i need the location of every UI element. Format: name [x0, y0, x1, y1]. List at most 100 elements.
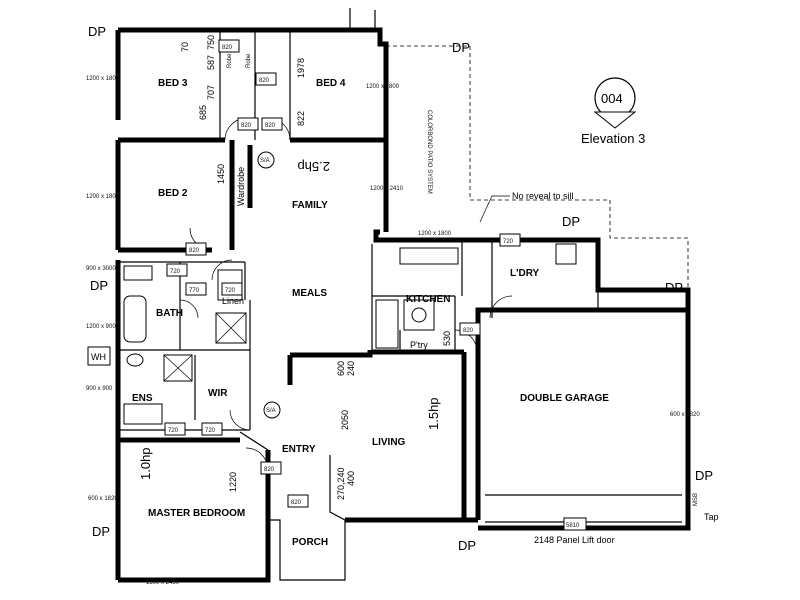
door-tag: 820 — [260, 461, 282, 475]
dimension-labels: 685 707 587 750 70 1978 822 1450 600 240… — [180, 35, 452, 500]
downpipe-marker: DP — [90, 278, 108, 293]
svg-text:720: 720 — [225, 288, 236, 294]
dim-2050: 2050 — [340, 410, 350, 430]
door-tag: 820 — [185, 242, 207, 256]
downpipe-marker: DP — [562, 214, 580, 229]
dim-70: 70 — [180, 42, 190, 52]
door-tag: 5810 — [563, 517, 587, 531]
door-tag: 770 — [185, 282, 207, 296]
room-meals: MEALS — [292, 288, 327, 299]
smoke-alarm-icon: S/A — [257, 151, 275, 169]
aircon-master: 1.0hp — [138, 447, 153, 480]
svg-text:820: 820 — [264, 467, 275, 473]
window-size: 600 x 1820 — [670, 412, 700, 418]
svg-text:S/A: S/A — [266, 408, 276, 414]
room-entry: ENTRY — [282, 444, 316, 455]
door-tag: 820 — [459, 322, 481, 336]
dim-822: 822 — [296, 111, 306, 126]
downpipe-marker: DP — [88, 24, 106, 39]
elevation-marker: 004 Elevation 3 — [581, 77, 645, 146]
door-tag: 820 — [287, 494, 309, 508]
room-master-bedroom: MASTER BEDROOM — [148, 508, 245, 519]
svg-text:820: 820 — [463, 328, 474, 334]
note-patio: COLORBOND PATIO SYSTEM — [426, 110, 432, 194]
door-tags: 820 820 820 820 820 820 720 720 770 720 … — [164, 39, 587, 531]
svg-text:720: 720 — [168, 428, 179, 434]
room-wir: WIR — [208, 388, 228, 399]
markers: DP DP DP DP DP DP DP DP WH S/A S/A MSB T… — [87, 24, 719, 553]
aircon-labels: 2.5hp 1.5hp 1.0hp — [138, 159, 441, 480]
svg-text:S/A: S/A — [260, 158, 270, 164]
leader-arrow — [479, 195, 510, 223]
svg-text:770: 770 — [189, 288, 200, 294]
dim-400: 400 — [346, 471, 356, 486]
interior-walls — [118, 32, 682, 523]
room-bed4: BED 4 — [316, 78, 346, 89]
dim-1220: 1220 — [228, 472, 238, 492]
svg-text:720: 720 — [205, 428, 216, 434]
room-linen: Linen — [222, 296, 244, 306]
svg-text:720: 720 — [170, 269, 181, 275]
elevation-label: Elevation 3 — [581, 131, 645, 146]
room-living: LIVING — [372, 437, 406, 448]
window-size: 1200 x 1800 — [418, 231, 452, 237]
dim-530: 530 — [442, 331, 452, 346]
dim-600: 600 — [336, 361, 346, 376]
dim-685: 685 — [198, 105, 208, 120]
room-family: FAMILY — [292, 200, 328, 211]
svg-text:5810: 5810 — [566, 523, 580, 529]
room-ensuite: ENS — [132, 393, 153, 404]
window-size: 600 x 1820 — [88, 496, 118, 502]
door-tag: 720 — [164, 422, 186, 436]
svg-text:820: 820 — [265, 123, 276, 129]
svg-text:820: 820 — [189, 248, 200, 254]
elevation-number: 004 — [601, 91, 623, 106]
dim-587: 587 — [206, 55, 216, 70]
svg-text:720: 720 — [503, 239, 514, 245]
downpipe-marker: DP — [452, 40, 470, 55]
aircon-family: 2.5hp — [297, 159, 330, 174]
room-pantry: P'try — [410, 340, 428, 350]
room-wardrobe: Wardrobe — [236, 167, 246, 206]
window-sizes: 1200 x 1800 1200 x 1800 1200 x 1800 1200… — [86, 76, 700, 586]
downpipe-marker: DP — [665, 280, 683, 295]
door-tag: 820 — [218, 39, 240, 53]
window-size: 1500 x 2450 — [146, 580, 180, 586]
room-labels: BED 3 BED 4 BED 2 FAMILY MEALS KITCHEN L… — [132, 53, 609, 548]
svg-text:820: 820 — [291, 500, 302, 506]
tap-label: Tap — [704, 512, 719, 522]
fixtures — [123, 243, 577, 425]
note-no-reveal: No reveal to sill — [512, 191, 574, 201]
room-bath: BATH — [156, 308, 183, 319]
door-tag: 820 — [261, 117, 283, 131]
svg-text:820: 820 — [259, 78, 270, 84]
window-size: 1200 x 1800 — [366, 84, 400, 90]
water-heater-marker: WH — [87, 346, 111, 366]
smoke-alarm-icon: S/A — [263, 401, 281, 419]
room-porch: PORCH — [292, 537, 328, 548]
room-laundry: L'DRY — [510, 268, 540, 279]
room-robe-left: Robe — [227, 53, 233, 68]
door-tag: 820 — [255, 72, 277, 86]
patio-outline — [386, 45, 689, 290]
door-tag — [259, 72, 279, 84]
door-tag: 720 — [221, 282, 243, 296]
aircon-living: 1.5hp — [426, 397, 441, 430]
msb-label: MSB — [693, 493, 699, 506]
dim-270-240: 270,240 — [336, 467, 346, 500]
window-size: 900 x 900 — [86, 386, 113, 392]
downpipe-marker: DP — [695, 468, 713, 483]
window-size: 900 x 3000 — [86, 266, 116, 272]
downpipe-marker: DP — [458, 538, 476, 553]
downpipe-marker: DP — [92, 524, 110, 539]
room-double-garage: DOUBLE GARAGE — [520, 393, 609, 404]
room-kitchen: KITCHEN — [406, 294, 450, 305]
dim-1978: 1978 — [296, 58, 306, 78]
room-bed2: BED 2 — [158, 188, 188, 199]
window-size: 1200 x 2410 — [370, 186, 404, 192]
window-size: 1200 x 900 — [86, 324, 116, 330]
window-size: 1200 x 1800 — [86, 76, 120, 82]
window-size: 1200 x 1800 — [86, 194, 120, 200]
door-tag: 720 — [201, 422, 223, 436]
